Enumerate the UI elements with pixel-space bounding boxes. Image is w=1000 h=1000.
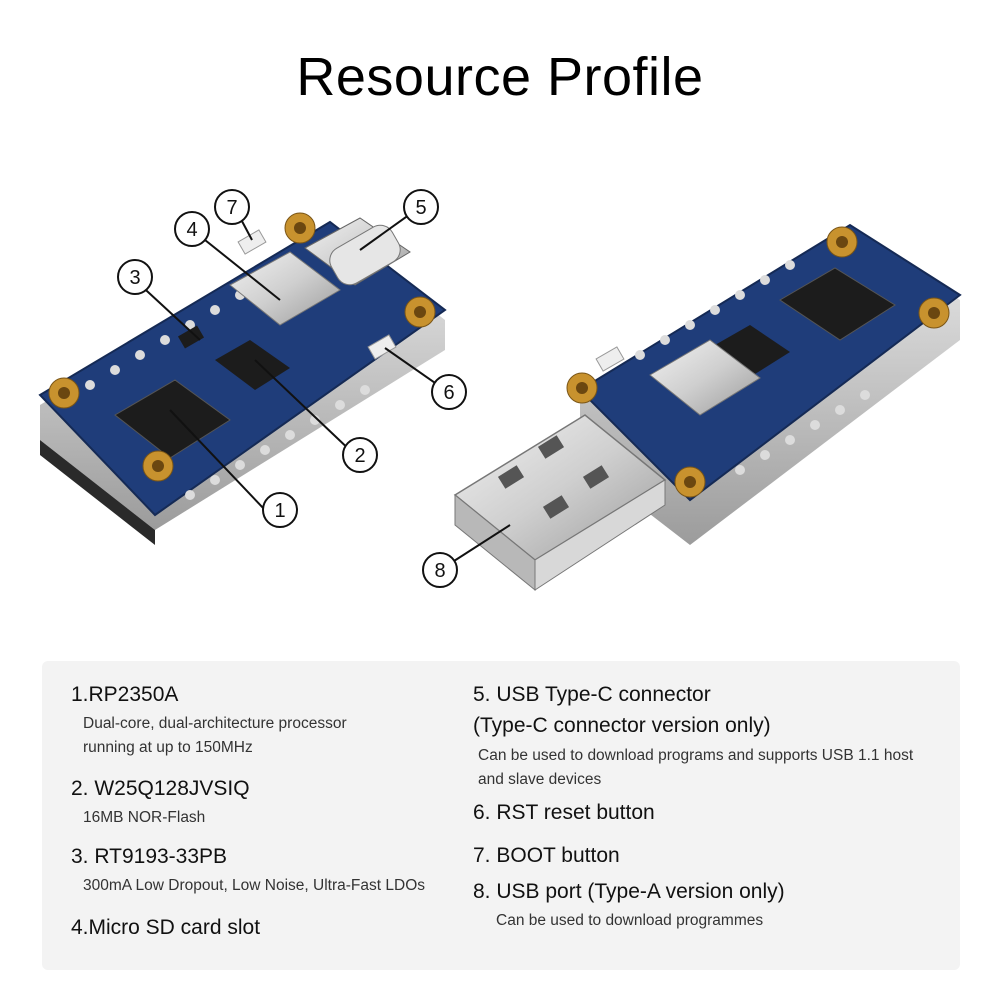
rst-button [367, 334, 397, 360]
sd-slot [229, 251, 341, 326]
board-type-c [38, 212, 447, 545]
product-illustration: 1 2 3 4 5 6 7 8 [38, 189, 962, 592]
usb-a-port [453, 414, 667, 592]
rp2350a-chip [114, 379, 231, 459]
feature-1-desc-1: Dual-core, dual-architecture processor [83, 715, 347, 732]
feature-1-desc-2: running at up to 150MHz [83, 739, 253, 756]
callout-6: 6 [431, 374, 467, 410]
flash-chip [215, 340, 290, 390]
feature-5-desc-1: Can be used to download programs and sup… [478, 747, 914, 764]
feature-7-title: 7. BOOT button [473, 844, 620, 867]
callout-2: 2 [342, 437, 378, 473]
feature-2-desc-1: 16MB NOR-Flash [83, 809, 206, 826]
callout-1-label: 1 [274, 500, 285, 522]
callout-8-label: 8 [434, 560, 445, 582]
feature-8-title: 8. USB port (Type-A version only) [473, 880, 785, 903]
feature-1-title: 1.RP2350A [71, 683, 179, 706]
board-type-a [453, 223, 962, 592]
feature-5-title-2: (Type-C connector version only) [473, 714, 771, 737]
page-title: Resource Profile [296, 47, 704, 107]
callout-7-label: 7 [226, 197, 237, 219]
boot-button [237, 229, 267, 255]
feature-3-title: 3. RT9193-33PB [71, 845, 228, 868]
callout-3-label: 3 [129, 267, 140, 289]
callout-5: 5 [403, 189, 439, 225]
feature-5-desc-2: and slave devices [478, 771, 602, 788]
feature-4-title: 4.Micro SD card slot [71, 916, 261, 939]
feature-panel: 1.RP2350A Dual-core, dual-architecture p… [42, 661, 960, 970]
callout-8: 8 [422, 552, 458, 588]
callout-2-label: 2 [354, 445, 365, 467]
callout-5-label: 5 [415, 197, 426, 219]
ldo-chip [177, 325, 205, 349]
feature-6-title: 6. RST reset button [473, 801, 655, 824]
callout-4-label: 4 [186, 219, 197, 241]
callout-3: 3 [117, 259, 153, 295]
feature-8-desc-1: Can be used to download programmes [496, 912, 764, 929]
callout-7: 7 [214, 189, 250, 225]
callout-1: 1 [262, 492, 298, 528]
callout-6-label: 6 [443, 382, 454, 404]
feature-5-title: 5. USB Type-C connector [473, 683, 711, 706]
feature-2-title: 2. W25Q128JVSIQ [71, 777, 250, 800]
feature-3-desc-1: 300mA Low Dropout, Low Noise, Ultra-Fast… [83, 877, 425, 894]
callout-4: 4 [174, 211, 210, 247]
